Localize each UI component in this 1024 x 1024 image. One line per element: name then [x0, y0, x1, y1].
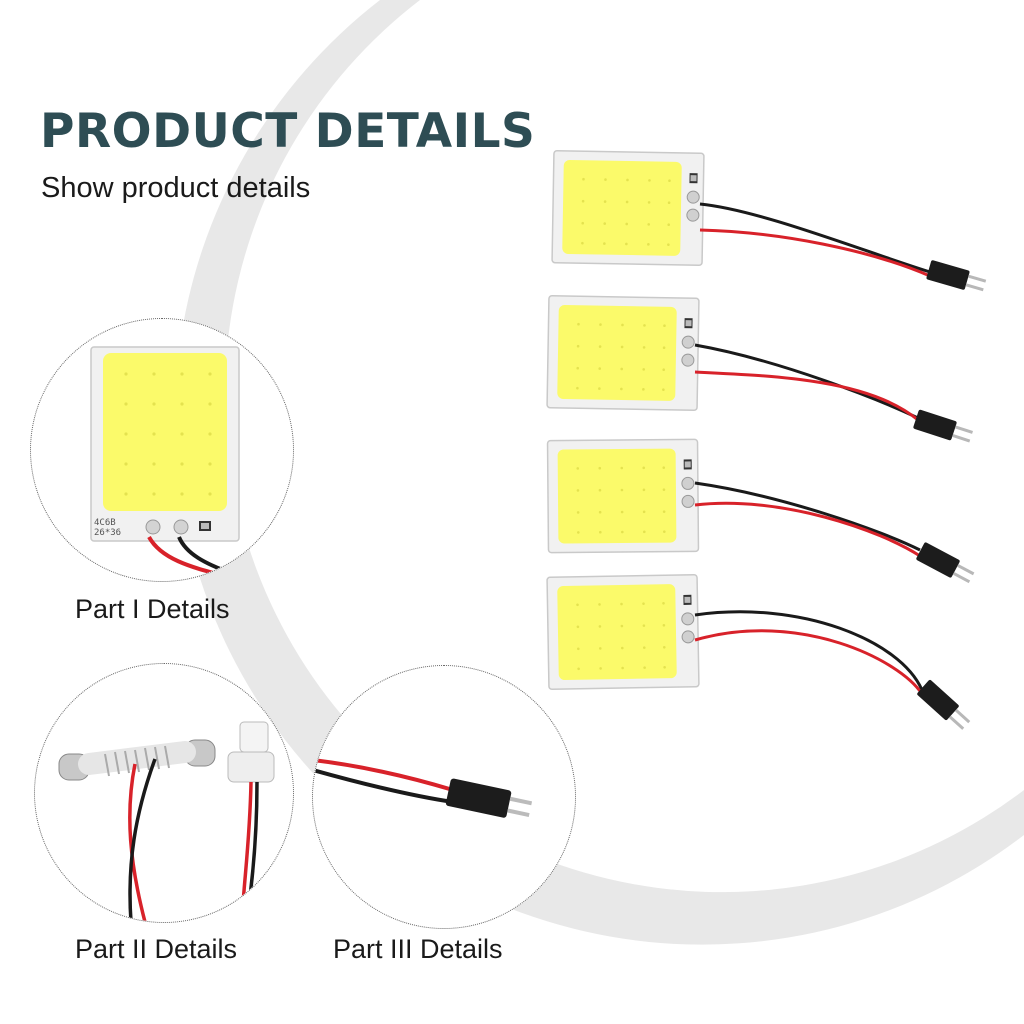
led-board-3 — [546, 438, 977, 587]
board-marking-line1: 4C6B — [94, 518, 116, 528]
led-board-1 — [551, 149, 988, 296]
part-1-detail-circle: 4C6B 26*36 — [30, 318, 294, 582]
part-2-detail-circle — [34, 663, 294, 923]
led-board-2 — [546, 294, 975, 447]
part-1-caption: Part I Details — [75, 594, 230, 624]
part-3-caption: Part III Details — [333, 934, 503, 964]
part-2-caption: Part II Details — [75, 934, 238, 964]
board-marking-line2: 26*36 — [94, 528, 121, 538]
part-3-detail-circle — [312, 665, 576, 929]
led-board-4 — [546, 573, 973, 733]
part-2-adapters-closeup — [58, 721, 275, 922]
part-1-board-closeup: 4C6B 26*36 — [90, 346, 240, 577]
part-3-connector-closeup — [313, 758, 533, 818]
page-subtitle: Show product details — [41, 172, 311, 204]
page-title: PRODUCT DETAILS — [40, 104, 536, 159]
